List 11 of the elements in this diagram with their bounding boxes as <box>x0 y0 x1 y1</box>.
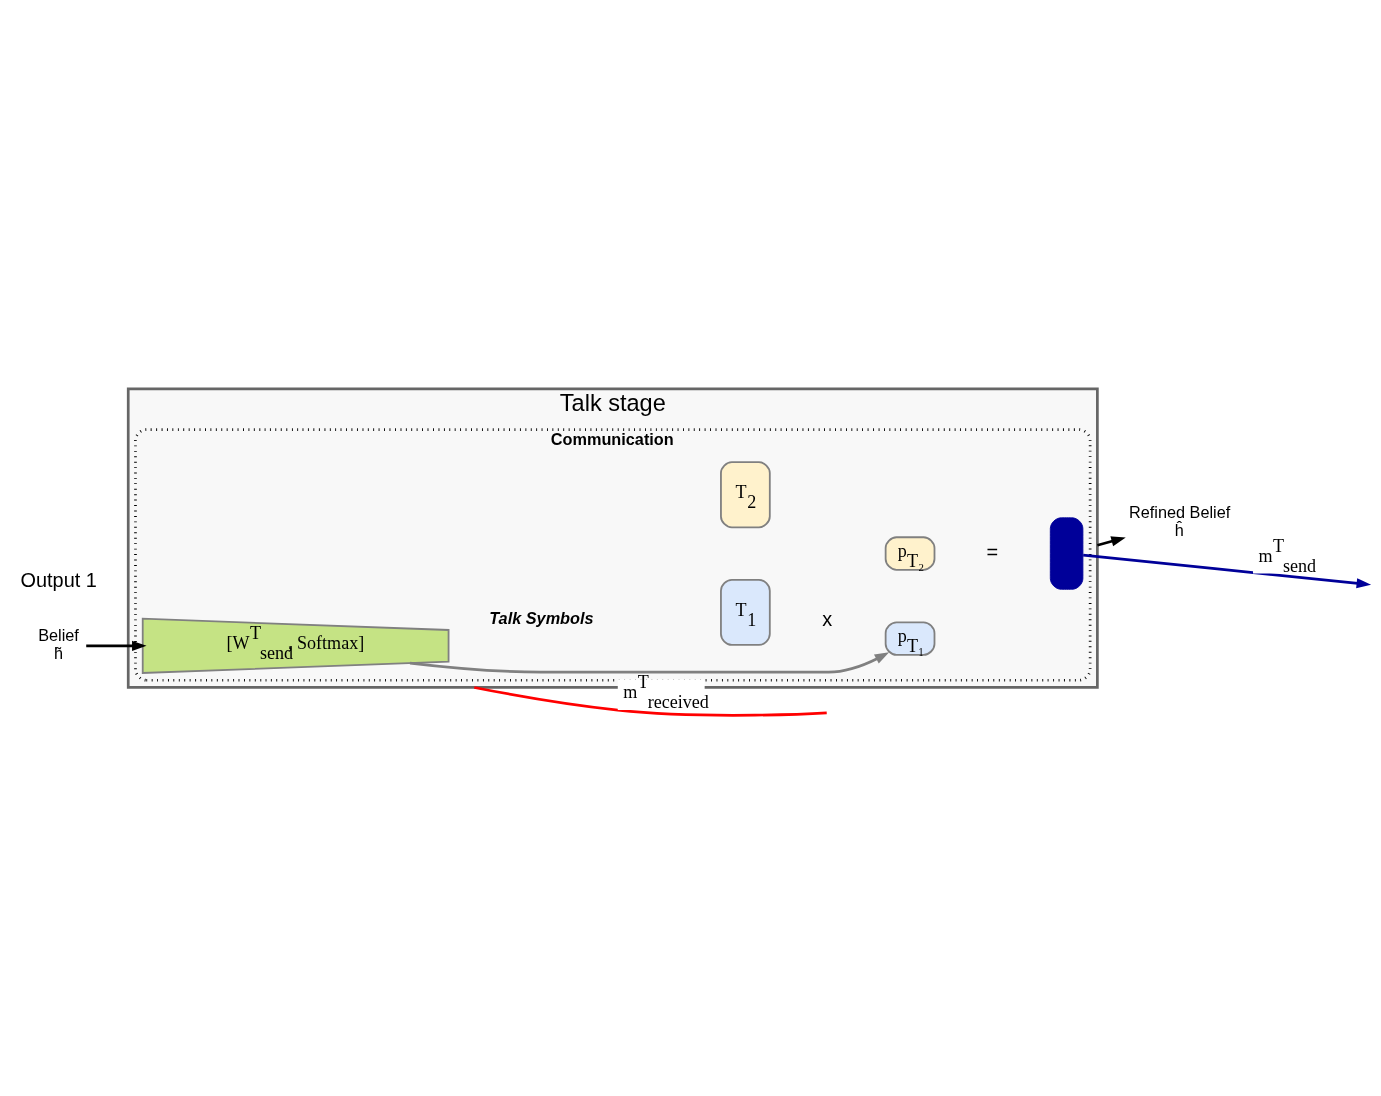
connector <box>474 685 827 717</box>
label: = <box>986 540 999 563</box>
node-box <box>1049 516 1084 590</box>
arrow <box>86 640 147 651</box>
arrow <box>1083 553 1372 588</box>
node-text: Belief h̃ <box>38 625 79 662</box>
label: Output 1 <box>20 568 97 591</box>
node-text: Refined Belief ĥ <box>1129 502 1231 539</box>
label: x <box>822 607 833 630</box>
arrow <box>1097 535 1126 547</box>
label: Talk Symbols <box>489 608 594 627</box>
